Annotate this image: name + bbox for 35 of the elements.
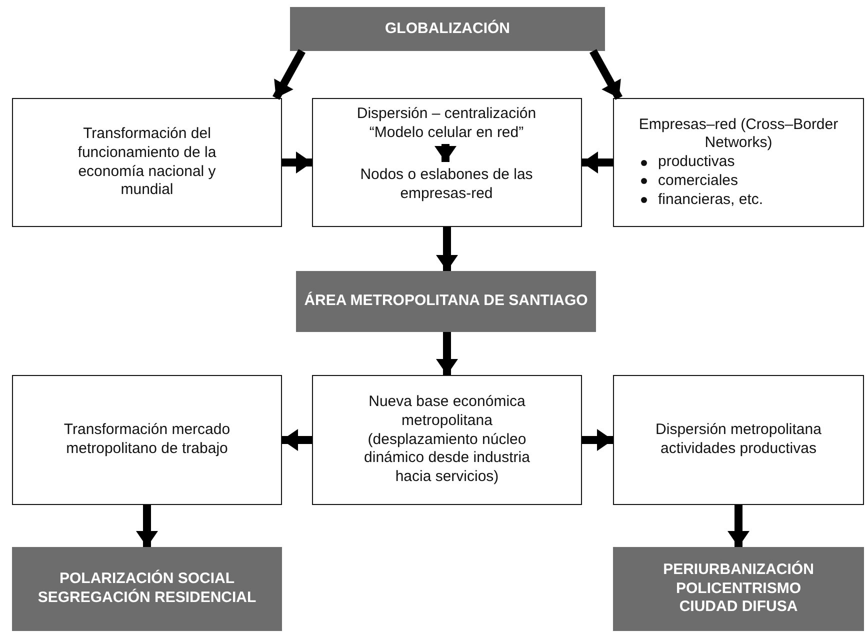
block-arrow [436, 227, 458, 271]
process-box [312, 98, 582, 227]
node-text: Dispersión metropolitana actividades productivas [654, 421, 822, 459]
process-box [12, 375, 282, 505]
node-text: Transformación del funcionamiento de la economía nacional y mundial [76, 125, 218, 200]
block-arrow [434, 144, 456, 162]
node-text: ÁREA METROPOLITANA DE SANTIAGO [304, 292, 588, 311]
block-arrow [282, 429, 312, 451]
node-text: Nodos o eslabones de las empresas-red [359, 166, 534, 204]
heading-box [613, 547, 864, 631]
process-box [613, 98, 864, 227]
heading-box [290, 7, 605, 51]
process-box [12, 98, 282, 227]
node-text: Transformación mercado metropolitano de trabajo [62, 421, 232, 459]
node-text: PERIURBANIZACIÓN POLICENTRISMO CIUDAD DIFUSA [663, 560, 814, 618]
block-arrow [582, 152, 613, 174]
process-box [312, 375, 582, 505]
process-box [613, 375, 864, 505]
block-arrow [728, 505, 750, 547]
node-text: Dispersión – centralización “Modelo celular en red” [356, 105, 538, 143]
block-arrow [590, 49, 622, 100]
bullet-text: financieras, etc. [658, 190, 764, 210]
node-text: GLOBALIZACIÓN [385, 20, 510, 38]
heading-box [12, 547, 282, 631]
node-text: POLARIZACIÓN SOCIAL SEGREGACIÓN RESIDENCIAL [36, 570, 258, 608]
block-arrow [136, 505, 158, 547]
block-arrow [272, 49, 306, 100]
block-arrow [582, 429, 613, 451]
node-text: Empresas–red (Cross–Border Networks) [638, 116, 840, 154]
heading-box [296, 271, 596, 332]
bullet-text: productivas [658, 153, 735, 172]
node-text: Nueva base económica metropolitana (desplazamiento núcleo dinámico desde industria hacia servicios) [363, 393, 531, 487]
block-arrow [282, 152, 312, 174]
bullet-text: comerciales [658, 172, 738, 191]
block-arrow [436, 332, 458, 375]
